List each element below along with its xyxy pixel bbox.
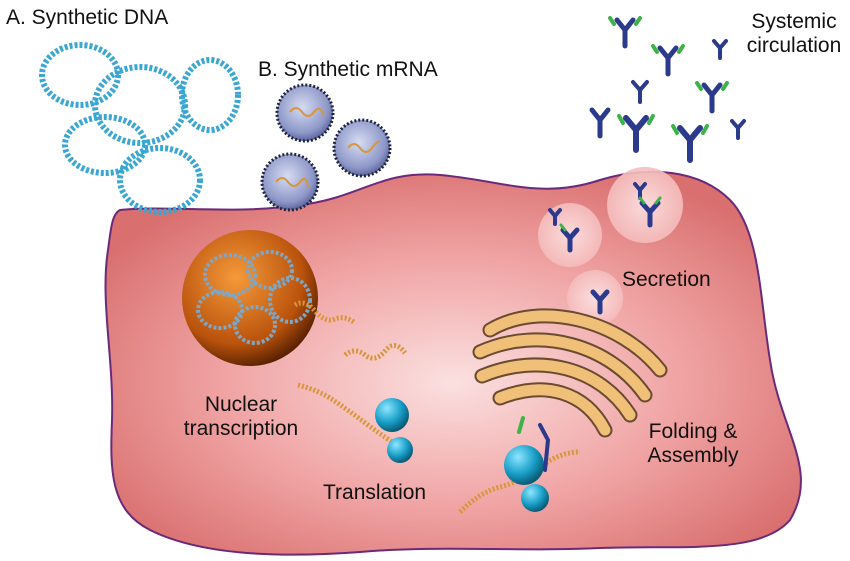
label-secretion: Secretion (622, 268, 711, 291)
label-synthetic-dna: A. Synthetic DNA (6, 6, 169, 29)
synthetic-dna-plasmids (39, 42, 241, 215)
label-synthetic-mrna: B. Synthetic mRNA (258, 58, 438, 81)
label-translation: Translation (323, 481, 427, 504)
circulating-antibodies (589, 16, 746, 163)
label-folding-line1: Folding & (648, 420, 738, 443)
ribosome-folding (504, 416, 551, 512)
label-nuclear-line1: Nuclear (204, 393, 278, 416)
secretion-vesicles (538, 167, 683, 326)
label-systemic-circulation: Systemic circulation (742, 10, 846, 58)
synthetic-mrna-particles (260, 83, 392, 212)
nucleus (182, 230, 357, 366)
label-nuclear-transcription: Nuclear transcription (178, 393, 304, 441)
golgi-apparatus (472, 308, 668, 438)
label-systemic-line1: Systemic (751, 10, 837, 33)
label-folding-line2: Assembly (647, 444, 739, 467)
label-folding-assembly: Folding & Assembly (636, 420, 750, 468)
ribosome-nuclear (375, 398, 413, 463)
label-systemic-line2: circulation (746, 34, 842, 57)
cell-membrane (104, 170, 802, 556)
label-nuclear-line2: transcription (183, 417, 299, 440)
